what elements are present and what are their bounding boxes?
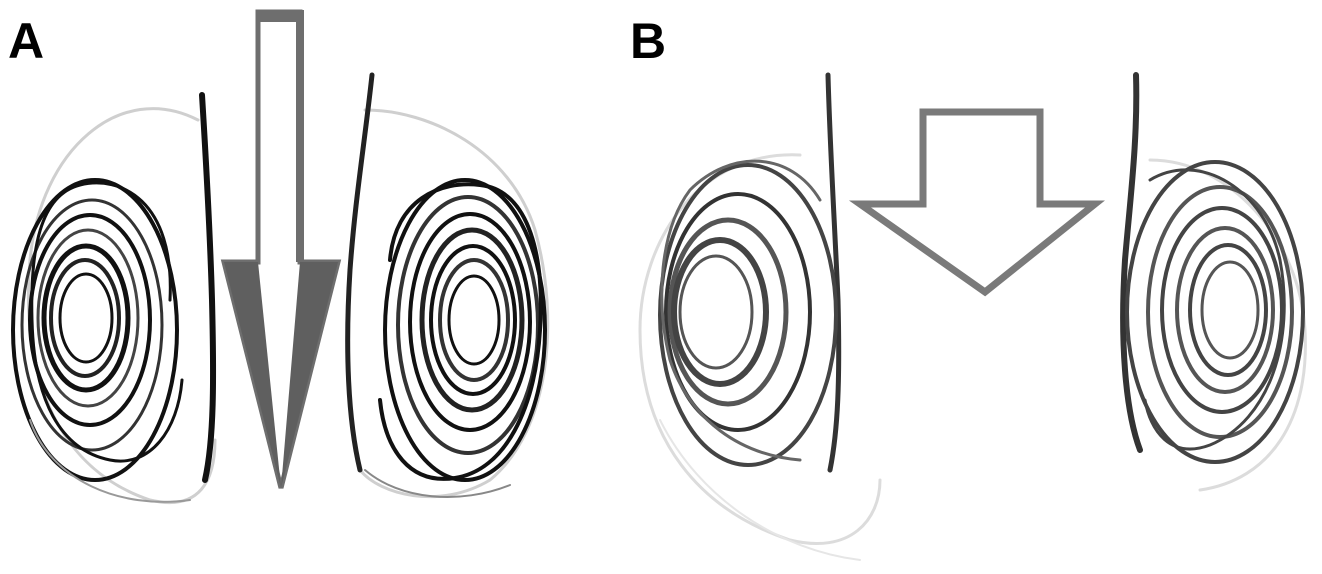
panel-a-label: A — [8, 13, 44, 69]
panel-b-flow-arrow-icon — [860, 112, 1095, 292]
panel-b-right-vortex — [1123, 75, 1305, 490]
panel-b-label: B — [630, 13, 666, 69]
panel-b: B — [630, 13, 1305, 560]
panel-a-right-vortex — [348, 75, 548, 497]
panel-a: A — [8, 10, 548, 503]
panel-b-left-vortex — [640, 75, 880, 560]
panel-a-flow-arrow-icon — [224, 10, 338, 488]
panel-a-left-vortex — [13, 95, 215, 503]
